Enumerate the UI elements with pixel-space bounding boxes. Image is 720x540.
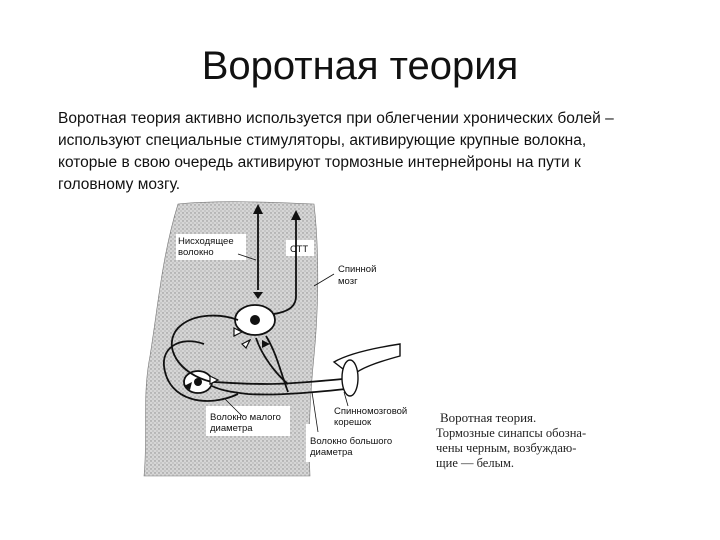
leader-root	[343, 391, 349, 407]
excitatory-synapse-1	[233, 327, 244, 337]
slide-body-text: Воротная теория активно используется при…	[58, 108, 668, 196]
large-fiber-loop	[170, 314, 239, 383]
label-root-line1: Спинномозговой	[334, 406, 407, 417]
stt-arrow	[291, 210, 301, 220]
label-bg-stt	[286, 240, 314, 256]
diagram-svg: Нисходящее волокно СТТ Спинной мозг Воло…	[143, 201, 407, 477]
label-stt: СТТ	[290, 244, 308, 255]
descending-inhibitory-synapse	[253, 292, 263, 299]
inhibitory-synapse-1	[262, 340, 270, 348]
gate-theory-diagram: Нисходящее волокно СТТ Спинной мозг Воло…	[138, 196, 438, 488]
label-bg-small	[206, 406, 290, 436]
label-bg-large	[306, 424, 396, 462]
label-large-line2: диаметра	[310, 447, 353, 458]
body-line-1: Воротная теория активно используется при…	[58, 110, 614, 127]
caption-line-3: щие — белым.	[436, 456, 515, 470]
label-small-line2: диаметра	[210, 423, 253, 434]
dorsal-root-cut-end	[341, 359, 359, 397]
caption-line-1: Тормозные синапсы обозна-	[436, 426, 587, 440]
interneuron-nucleus	[194, 378, 202, 386]
stt-tract	[273, 216, 297, 315]
label-root-line2: корешок	[334, 417, 372, 428]
slide-title: Воротная теория	[201, 44, 519, 88]
leader-small	[223, 397, 243, 417]
figure-caption: Воротная теория. Тормозные синапсы обозн…	[436, 410, 636, 471]
label-descending-line1: Нисходящее	[178, 236, 234, 247]
excitatory-synapse-3	[209, 375, 220, 385]
label-large-line1: Волокно большого	[310, 436, 392, 447]
label-cord-line2: мозг	[338, 276, 358, 287]
label-cord-line1: Спинной	[338, 264, 376, 275]
caption-title: Воротная теория.	[440, 410, 537, 425]
body-line-2: используют специальные стимуляторы, акти…	[58, 132, 587, 149]
leader-large	[311, 391, 319, 433]
large-diameter-fiber	[211, 377, 357, 385]
caption-line-2: чены черным, возбуждаю-	[436, 441, 577, 455]
small-fiber-loop	[163, 340, 239, 402]
excitatory-synapse-2	[240, 338, 252, 350]
body-line-3: которые в свою очередь активируют тормоз…	[58, 154, 581, 171]
leader-descending	[237, 253, 257, 261]
label-small-line1: Волокно малого	[210, 412, 281, 423]
leader-cord	[313, 273, 335, 287]
small-fiber-branch	[265, 335, 289, 393]
label-bg-descending	[176, 234, 246, 260]
body-line-4: головному мозгу.	[58, 176, 181, 193]
projection-neuron-nucleus	[250, 315, 260, 325]
small-diameter-fiber	[211, 385, 357, 396]
inhibitory-synapse-2	[184, 382, 192, 390]
label-descending-line2: волокно	[178, 247, 214, 258]
descending-fiber-arrow	[253, 204, 263, 214]
